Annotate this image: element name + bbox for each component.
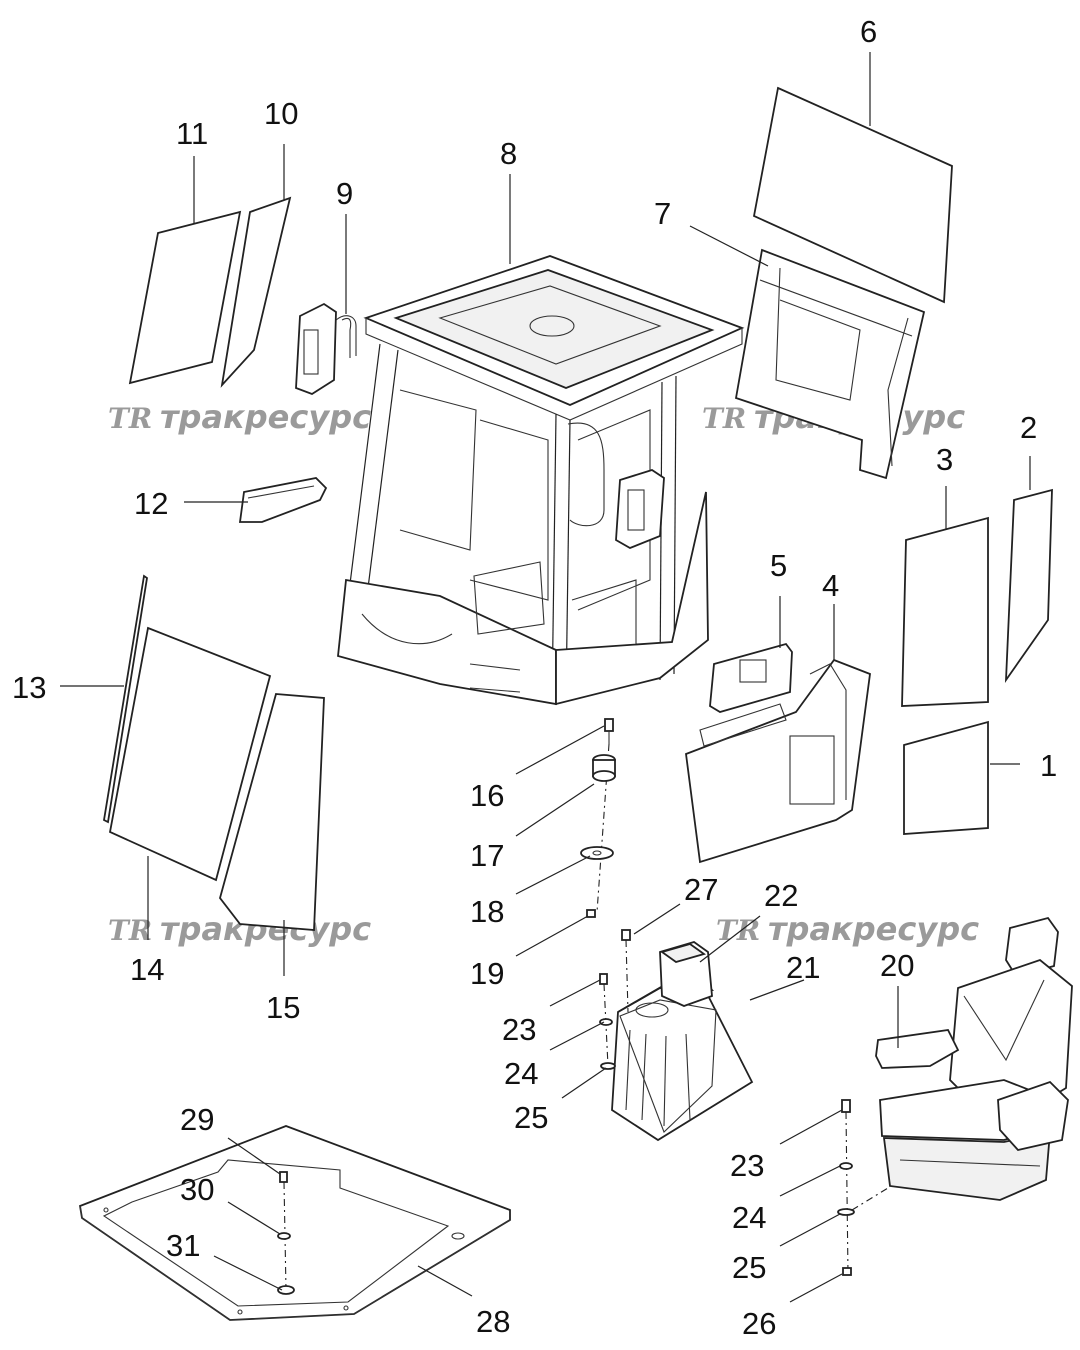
callout-12: 12: [134, 486, 168, 521]
svg-text:TR: TR: [108, 914, 152, 947]
watermark-top-left: TR тракресурс: [108, 398, 371, 436]
callout-8: 8: [500, 136, 517, 171]
part-14-glass: [108, 626, 272, 882]
callout-23: 23: [502, 1012, 536, 1047]
part-12-bracket: [238, 477, 328, 523]
callout-27: 27: [684, 872, 718, 907]
part-27-bolt: [621, 929, 631, 941]
callout-5: 5: [770, 548, 787, 583]
callout-13: 13: [12, 670, 46, 705]
part-11-glass: [128, 210, 242, 385]
part-31-washer: [277, 1285, 295, 1295]
part-8-cab-frame: [337, 255, 745, 706]
callout-24-right: 24: [732, 1200, 766, 1235]
svg-text:TR: TR: [702, 402, 746, 435]
svg-text:тракресурс: тракресурс: [160, 398, 371, 436]
part-1-glass: [903, 720, 989, 835]
part-15-glass: [219, 693, 325, 931]
callout-25: 25: [514, 1100, 548, 1135]
callout-labels: 1 2 3 4 5 6 7 8 9 10 11 12 13 14 15 16 1…: [12, 14, 1057, 1341]
callout-31: 31: [166, 1228, 200, 1263]
callout-22: 22: [764, 878, 798, 913]
part-4-side-console: [685, 658, 871, 864]
part-24-washer-a: [599, 1018, 613, 1026]
svg-text:тракресурс: тракресурс: [768, 910, 979, 948]
callout-3: 3: [936, 442, 953, 477]
part-6-glass: [752, 86, 953, 304]
callout-17: 17: [470, 838, 504, 873]
part-17-rubber-mount: [592, 754, 616, 782]
callout-14: 14: [130, 952, 164, 987]
part-29-bolt: [279, 1171, 288, 1183]
part-3-glass: [901, 516, 989, 707]
callout-21: 21: [786, 950, 820, 985]
part-25-washer-a: [600, 1062, 616, 1070]
part-18-washer: [580, 846, 614, 860]
callout-7: 7: [654, 196, 671, 231]
svg-text:TR: TR: [108, 402, 152, 435]
part-16-bolt: [604, 718, 614, 744]
callout-15: 15: [266, 990, 300, 1025]
leader-lines: [60, 52, 1031, 1303]
part-23-bolt-a: [599, 973, 608, 985]
callout-4: 4: [822, 568, 839, 603]
callout-25-right: 25: [732, 1250, 766, 1285]
part-10-glass: [220, 196, 292, 388]
callout-23-right: 23: [730, 1148, 764, 1183]
callout-9: 9: [336, 176, 353, 211]
part-28-floor-plate: [78, 1125, 511, 1321]
callout-26: 26: [742, 1306, 776, 1341]
callout-24: 24: [504, 1056, 538, 1091]
part-20-seat: [875, 916, 1073, 1201]
part-19-nut: [586, 909, 596, 918]
callout-19: 19: [470, 956, 504, 991]
part-2-glass: [1004, 488, 1053, 684]
callout-29: 29: [180, 1102, 214, 1137]
part-26-nut: [842, 1267, 852, 1276]
callout-30: 30: [180, 1172, 214, 1207]
part-5-panel: [709, 642, 793, 713]
part-13-glass-strip: [103, 574, 148, 824]
callout-16: 16: [470, 778, 504, 813]
part-25-washer-b: [837, 1208, 855, 1216]
part-23-bolt-b: [841, 1099, 851, 1113]
callout-28: 28: [476, 1304, 510, 1339]
callout-2: 2: [1020, 410, 1037, 445]
watermark-bottom-right: TR тракресурс: [716, 910, 979, 948]
part-24-washer-b: [839, 1162, 853, 1170]
callout-10: 10: [264, 96, 298, 131]
callout-11: 11: [176, 116, 208, 151]
callout-1: 1: [1040, 748, 1057, 783]
part-7-rear-panel: [734, 248, 926, 480]
svg-text:TR: TR: [716, 914, 760, 947]
callout-20: 20: [880, 948, 914, 983]
part-22-column: [659, 941, 713, 1007]
part-30-washer: [277, 1232, 291, 1240]
callout-18: 18: [470, 894, 504, 929]
callout-6: 6: [860, 14, 877, 49]
part-9-mirror: [295, 302, 357, 396]
